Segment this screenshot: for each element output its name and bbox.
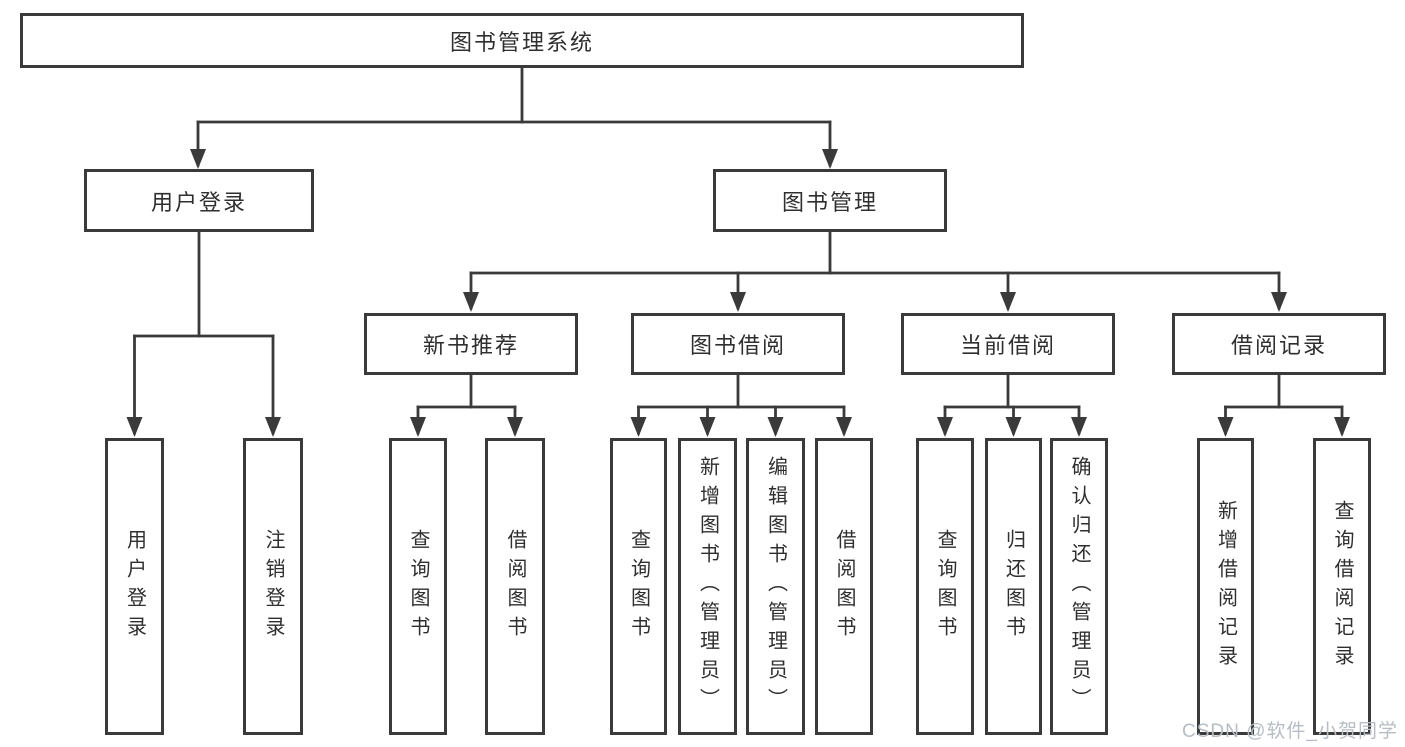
leaf-user-login-label: 用户登录 — [123, 528, 146, 645]
leaf-edit-books-admin: 编辑图书（管理员） — [746, 438, 805, 735]
node-book-borrowing: 图书借阅 — [631, 313, 845, 375]
node-user-login: 用户登录 — [84, 169, 314, 232]
node-book-borrowing-label: 图书借阅 — [689, 333, 786, 358]
leaf-logout: 注销登录 — [243, 438, 303, 735]
watermark: CSDN @软件_小贺同学 — [1182, 721, 1398, 742]
leaf-add-borrow-record-label: 新增借阅记录 — [1214, 499, 1237, 674]
leaf-confirm-return-admin-label: 确认归还（管理员） — [1068, 456, 1090, 717]
node-library-system-label: 图书管理系统 — [449, 29, 594, 55]
node-borrowing-records-label: 借阅记录 — [1230, 333, 1327, 358]
leaf-query-books-recommend: 查询图书 — [389, 438, 447, 735]
node-borrowing-records: 借阅记录 — [1172, 313, 1386, 375]
leaf-query-books-current: 查询图书 — [916, 438, 974, 735]
leaf-borrow-books: 借阅图书 — [815, 438, 873, 735]
node-new-book-recommendation: 新书推荐 — [364, 313, 578, 375]
leaf-return-books-label: 归还图书 — [1002, 528, 1025, 645]
leaf-borrow-books-label: 借阅图书 — [833, 528, 855, 645]
leaf-query-books-borrow-label: 查询图书 — [627, 528, 650, 645]
node-user-login-label: 用户登录 — [150, 189, 247, 215]
node-book-management-label: 图书管理 — [781, 189, 878, 215]
node-library-system: 图书管理系统 — [20, 13, 1024, 68]
leaf-borrow-books-recommend: 借阅图书 — [485, 438, 545, 735]
node-current-borrowing: 当前借阅 — [901, 313, 1115, 375]
leaf-query-borrow-record-label: 查询借阅记录 — [1331, 499, 1353, 674]
leaf-query-books-recommend-label: 查询图书 — [407, 528, 429, 645]
node-new-book-recommendation-label: 新书推荐 — [422, 333, 519, 358]
leaf-query-books-current-label: 查询图书 — [934, 528, 956, 645]
leaf-add-books-admin-label: 新增图书（管理员） — [696, 456, 719, 717]
leaf-add-borrow-record: 新增借阅记录 — [1197, 438, 1254, 735]
leaf-logout-label: 注销登录 — [262, 528, 284, 645]
leaf-query-books-borrow: 查询图书 — [610, 438, 667, 735]
leaf-edit-books-admin-label: 编辑图书（管理员） — [764, 456, 787, 717]
node-book-management: 图书管理 — [713, 169, 947, 232]
leaf-add-books-admin: 新增图书（管理员） — [678, 438, 737, 735]
node-current-borrowing-label: 当前借阅 — [959, 333, 1056, 358]
leaf-query-borrow-record: 查询借阅记录 — [1313, 438, 1371, 735]
leaf-user-login: 用户登录 — [105, 438, 164, 735]
leaf-return-books: 归还图书 — [985, 438, 1042, 735]
leaf-borrow-books-recommend-label: 借阅图书 — [504, 528, 526, 645]
leaf-confirm-return-admin: 确认归还（管理员） — [1050, 438, 1108, 735]
